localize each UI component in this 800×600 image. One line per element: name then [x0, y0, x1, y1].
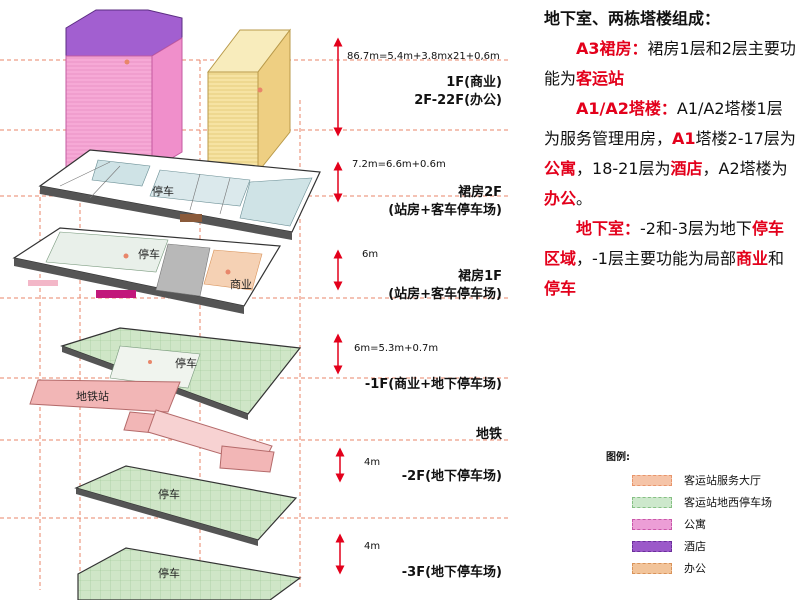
- tag-parking-podium2: 停车: [152, 185, 174, 198]
- tag-parking-b2: 停车: [158, 488, 180, 501]
- legend: 图例: 客运站服务大厅 客运站地西停车场 公寓 酒店 办公: [606, 448, 796, 579]
- legend-swatch-apartment: [632, 518, 672, 530]
- legend-swatch-service-hall: [632, 474, 672, 486]
- towers-key: A1/A2塔楼：: [576, 99, 677, 118]
- legend-item-office: 办公: [632, 557, 796, 579]
- legend-item-parking: 客运站地西停车场: [632, 491, 796, 513]
- description-panel: 地下室、两栋塔楼组成： A3裙房：裙房1层和2层主要功能为客运站 A1/A2塔楼…: [544, 4, 796, 304]
- dimension-b1: 6m=5.3m+0.7m: [354, 343, 439, 354]
- legend-swatch-hotel: [632, 540, 672, 552]
- podium-red-1: 客运站: [576, 69, 625, 88]
- metro-station: [29, 379, 275, 473]
- podium-key: A3裙房：: [576, 39, 648, 58]
- towers-text-4: ，A2塔楼为: [702, 159, 788, 178]
- towers-text-1: A1/A2塔楼1层为服务管理用房，: [544, 99, 783, 148]
- towers-text-2: 塔楼2-17层为: [695, 129, 796, 148]
- towers-text-3: ，18-21层为: [576, 159, 671, 178]
- legend-label-hotel: 酒店: [684, 540, 706, 553]
- floor-label-b3: -3F(地下停车场): [401, 565, 502, 580]
- legend-title: 图例:: [606, 452, 630, 463]
- basement-red-1: 停车区域: [544, 219, 784, 268]
- floor-label-podium1-line1: 裙房1F: [458, 269, 502, 284]
- floor-label-podium1-line2: (站房+客车停车场): [388, 286, 502, 302]
- legend-label-office: 办公: [684, 562, 706, 575]
- legend-swatch-office: [632, 562, 672, 574]
- towers-red-1: A1: [672, 129, 696, 148]
- dimension-podium2: 7.2m=6.6m+0.6m: [352, 159, 446, 170]
- tag-metro-station: 地铁站: [76, 390, 109, 403]
- basement-text-1: -2和-3层为地下: [640, 219, 752, 238]
- floor-label-metro: 地铁: [475, 427, 502, 442]
- floor-label-tower-line2: 2F-22F(办公): [414, 92, 502, 108]
- tag-parking-podium1: 停车: [138, 248, 160, 261]
- tag-parking-b1: 停车: [175, 357, 197, 370]
- floor-label-b1: -1F(商业+地下停车场): [364, 377, 502, 392]
- towers-red-2: 公寓: [544, 159, 577, 178]
- dimension-total: 86.7m=5.4m+3.8mx21+0,6m: [347, 51, 500, 62]
- towers-red-4: 办公: [544, 189, 577, 208]
- tag-parking-b3: 停车: [158, 567, 180, 580]
- basement-text-2: ，-1层主要功能为局部: [576, 249, 736, 268]
- floor-label-b2: -2F(地下停车场): [401, 469, 502, 484]
- tower-a1: [65, 9, 183, 171]
- floor-label-podium2-line1: 裙房2F: [458, 185, 502, 200]
- tower-a2: [206, 28, 292, 174]
- basement-red-3: 停车: [544, 279, 577, 298]
- towers-red-3: 酒店: [670, 159, 703, 178]
- legend-label-apartment: 公寓: [684, 518, 706, 531]
- dimension-arrows: [333, 37, 345, 575]
- legend-item-hotel: 酒店: [632, 535, 796, 557]
- dimension-b3: 4m: [364, 541, 381, 552]
- floor-label-podium1: 裙房1F (站房+客车停车场): [388, 268, 502, 303]
- basement-red-2: 商业: [735, 249, 768, 268]
- description-towers: A1/A2塔楼：A1/A2塔楼1层为服务管理用房，A1塔楼2-17层为公寓，18…: [544, 94, 796, 214]
- floor-label-podium2-line2: (站房+客车停车场): [388, 202, 502, 218]
- legend-item-apartment: 公寓: [632, 513, 796, 535]
- floor-label-tower-line1: 1F(商业): [446, 75, 502, 90]
- b3-slab: [77, 547, 302, 600]
- legend-label-parking: 客运站地西停车场: [684, 496, 772, 509]
- podium-1f-slab: [12, 227, 282, 314]
- floor-label-tower: 1F(商业) 2F-22F(办公): [414, 74, 502, 109]
- description-basement: 地下室：-2和-3层为地下停车区域，-1层主要功能为局部商业和停车: [544, 214, 796, 304]
- podium-2f-slab: [38, 149, 321, 240]
- floor-label-podium2: 裙房2F (站房+客车停车场): [388, 184, 502, 219]
- b2-slab: [74, 465, 298, 546]
- podium-text-1: 裙房1层和2层主要功能为: [544, 39, 796, 88]
- basement-key: 地下室：: [576, 219, 641, 238]
- dimension-podium1: 6m: [362, 249, 379, 260]
- tag-commerce-podium1: 商业: [230, 278, 252, 291]
- description-heading: 地下室、两栋塔楼组成：: [544, 9, 721, 28]
- towers-text-5: 。: [576, 189, 593, 208]
- basement-text-3: 和: [768, 249, 785, 268]
- dimension-b2: 4m: [364, 457, 381, 468]
- legend-item-service-hall: 客运站服务大厅: [632, 469, 796, 491]
- legend-label-service-hall: 客运站服务大厅: [684, 474, 761, 487]
- description-podium: A3裙房：裙房1层和2层主要功能为客运站: [544, 34, 796, 94]
- legend-swatch-parking: [632, 496, 672, 508]
